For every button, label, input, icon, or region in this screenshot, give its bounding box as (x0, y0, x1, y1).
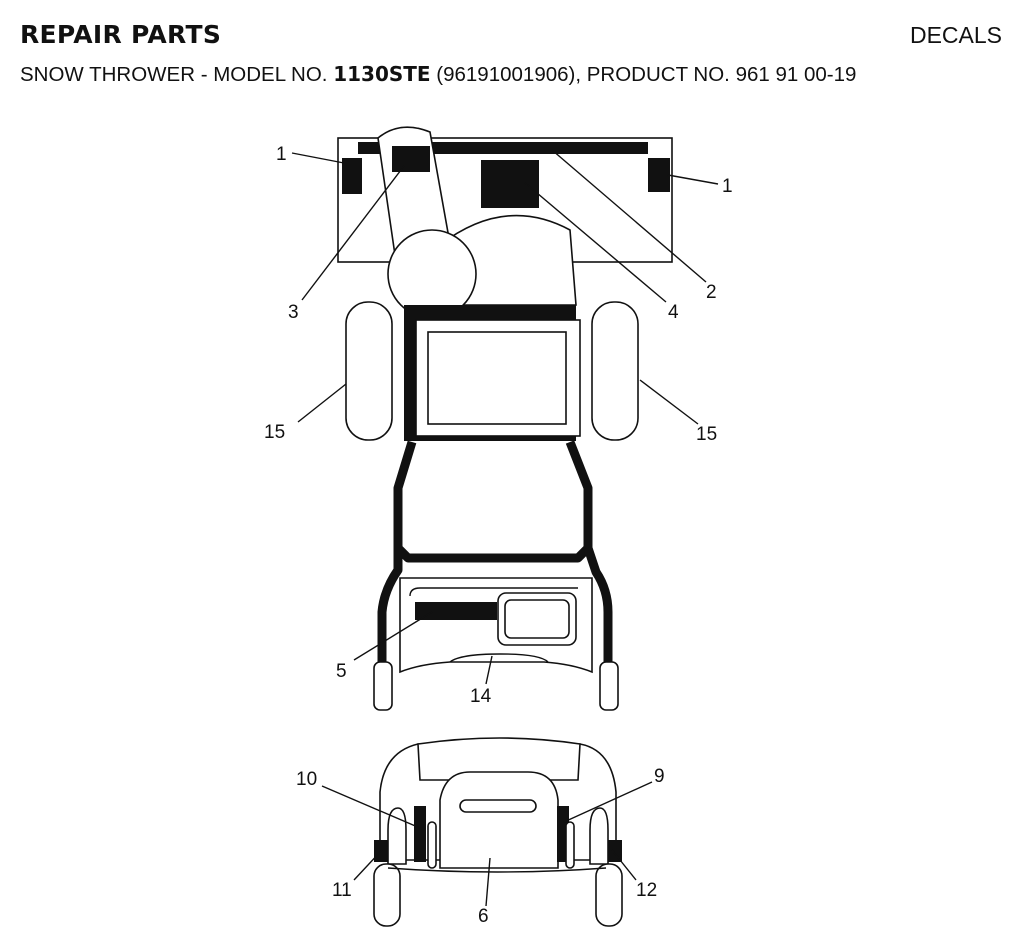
wheel-right (591, 301, 639, 441)
front-wheel-left (373, 863, 401, 927)
callout-3: 3 (288, 302, 299, 323)
decal-10-block (414, 806, 426, 862)
control-panel (399, 577, 593, 674)
callout-5: 5 (336, 661, 347, 682)
handle-right (583, 546, 613, 665)
callout-6: 6 (478, 906, 489, 927)
decal-14-outline (449, 653, 549, 663)
grip-left (373, 661, 393, 711)
leader-6 (485, 857, 491, 907)
leader-4 (523, 181, 667, 303)
section-title: DECALS (909, 22, 1002, 48)
grip-right (599, 661, 619, 711)
leader-2 (551, 149, 707, 283)
callout-15-left: 15 (264, 422, 285, 443)
leader-12 (611, 849, 637, 881)
leader-5 (353, 611, 433, 661)
discharge-chute (377, 126, 477, 319)
model-subtitle: SNOW THROWER - MODEL NO. 1130STE (961910… (20, 62, 856, 87)
front-center-panel (439, 771, 559, 869)
callout-labels: 1 1 2 3 4 15 15 5 14 10 9 11 12 6 (264, 144, 733, 927)
leader-11 (353, 849, 383, 881)
decal-1-right (648, 158, 670, 192)
leader-lines (291, 149, 719, 907)
callout-11: 11 (332, 880, 352, 901)
dashboard-inner (427, 331, 567, 425)
decal-5-strip (415, 602, 497, 620)
leader-10 (321, 785, 421, 829)
front-wheel-right (595, 863, 623, 927)
front-top-bar (417, 737, 581, 781)
leader-1-right (667, 174, 719, 185)
subtitle-suffix: (96191001906), PRODUCT NO. 961 91 00-19 (436, 63, 857, 86)
callout-10: 10 (296, 769, 317, 790)
decal-12-block (608, 840, 622, 862)
callout-1-left: 1 (276, 144, 287, 165)
callout-12: 12 (636, 880, 657, 901)
decal-1-left (342, 158, 362, 194)
chute-base (387, 229, 477, 319)
front-lamp-left (387, 807, 407, 865)
decal-4-block (481, 160, 539, 208)
panel-window-inner (504, 599, 570, 639)
callout-14: 14 (470, 686, 492, 707)
callout-2: 2 (706, 282, 717, 303)
callout-9: 9 (654, 766, 665, 787)
page-title: REPAIR PARTS (20, 20, 222, 49)
front-light-right (565, 821, 575, 869)
front-view (373, 737, 623, 927)
callout-15-right: 15 (696, 424, 717, 445)
front-bottom-edge (387, 867, 607, 873)
leader-9 (563, 781, 653, 823)
decal-3-block (392, 146, 430, 172)
model-number: 1130STE (333, 62, 431, 86)
front-slot (459, 799, 537, 813)
callout-4: 4 (668, 302, 679, 323)
leader-14 (485, 655, 493, 685)
panel-edge (409, 587, 578, 597)
leader-1-left (291, 152, 345, 164)
leader-15-left (297, 383, 347, 423)
leader-15-right (639, 379, 699, 425)
body-frame (393, 440, 593, 563)
front-lamp-right (589, 807, 609, 865)
callout-1-right: 1 (722, 176, 733, 197)
wheel-left (345, 301, 393, 441)
handle-left (377, 548, 403, 665)
front-light-left (427, 821, 437, 869)
subtitle-prefix: SNOW THROWER - MODEL NO. (20, 63, 328, 86)
leader-3 (301, 165, 405, 301)
